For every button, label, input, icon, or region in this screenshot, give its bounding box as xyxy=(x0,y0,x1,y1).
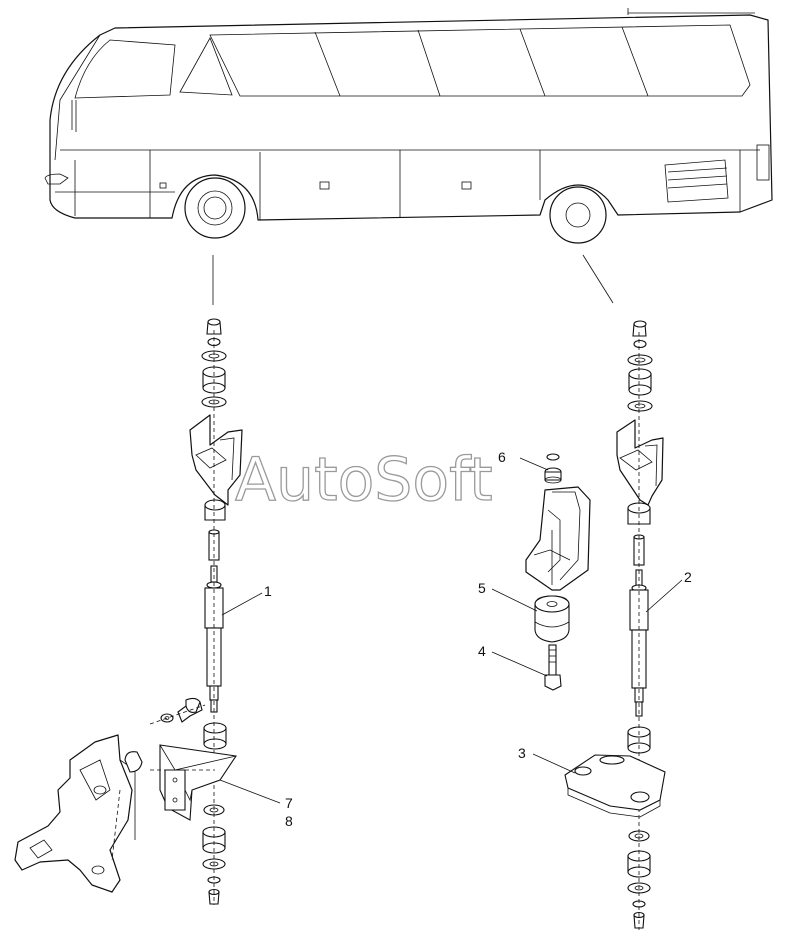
callout-6: 6 xyxy=(498,449,506,465)
rear-shock-absorber-assembly-icon xyxy=(616,320,664,930)
callout-5: 5 xyxy=(478,580,486,596)
mounting-bracket-icon xyxy=(525,486,591,591)
callout-leaders xyxy=(219,579,683,804)
long-bolt-icon xyxy=(544,644,562,691)
callout-8: 8 xyxy=(285,813,293,829)
nut-icon xyxy=(519,453,562,484)
watermark-text: AutoSoft xyxy=(235,445,493,515)
callout-4: 4 xyxy=(478,643,486,659)
callout-7: 7 xyxy=(285,795,293,811)
rubber-mount-icon xyxy=(534,595,570,643)
bus-side-view-icon xyxy=(44,8,773,244)
bolt-icon xyxy=(149,697,206,725)
callout-3: 3 xyxy=(518,745,526,761)
callout-2: 2 xyxy=(684,569,692,585)
front-shock-absorber-assembly-icon xyxy=(189,318,243,905)
callout-1: 1 xyxy=(264,583,272,599)
mounting-plate-icon xyxy=(564,754,666,818)
rear-leader-line xyxy=(582,254,614,304)
axle-bracket-icon xyxy=(14,734,237,893)
